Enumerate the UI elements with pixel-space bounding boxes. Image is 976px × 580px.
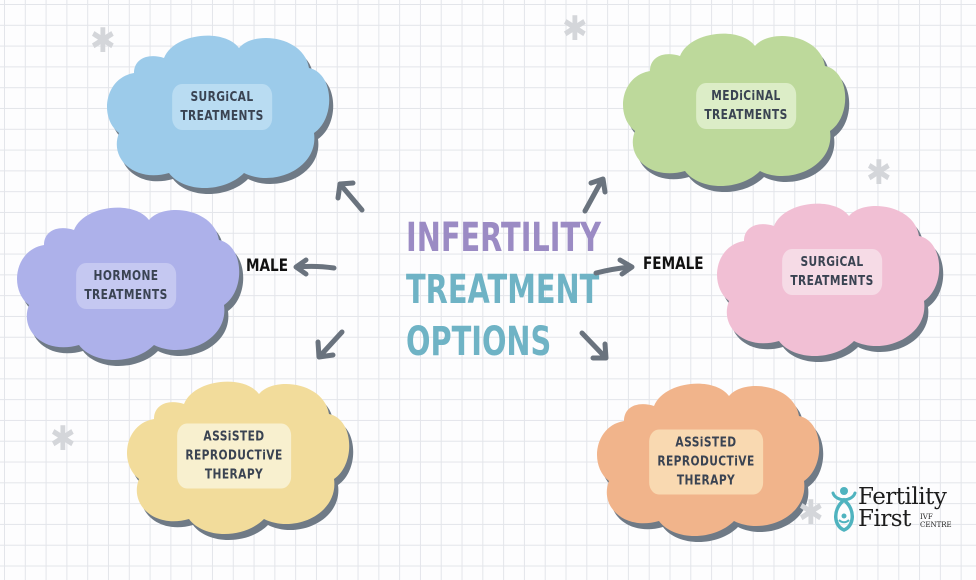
arrow-down-left-icon <box>315 329 345 360</box>
label-line: MEDiCiNAL <box>711 89 781 104</box>
label-line: SURGiCAL <box>800 255 864 270</box>
label-line: SURGiCAL <box>190 90 254 105</box>
label-line: ASSiSTED <box>675 435 737 451</box>
cloud-female-medicinal: MEDiCiNAL TREATMENTS <box>620 26 852 192</box>
cloud-label: HORMONE TREATMENTS <box>76 263 176 309</box>
arrow-up-right-icon <box>582 176 608 214</box>
label-line: REPRODUCTiVE <box>185 448 283 464</box>
sparkle-icon: ✱ <box>562 9 588 49</box>
logo-line-1: Fertility <box>858 484 947 510</box>
main-title: INFERTILITY TREATMENT OPTIONS <box>378 212 601 368</box>
logo-tagline: IVF CENTRE <box>920 513 952 529</box>
cloud-label: SURGiCAL TREATMENTS <box>172 84 272 130</box>
label-line: TREATMENTS <box>790 274 874 289</box>
label-line: ASSiSTED <box>203 429 265 445</box>
arrow-left-icon <box>293 257 337 277</box>
cloud-label: MEDiCiNAL TREATMENTS <box>696 83 796 129</box>
logo-tag-centre: CENTRE <box>920 521 952 529</box>
sparkle-icon: ✱ <box>90 21 116 61</box>
label-line: THERAPY <box>676 473 736 489</box>
label-line: TREATMENTS <box>180 109 264 124</box>
female-label: FEMALE <box>643 254 704 274</box>
sparkle-icon: ✱ <box>798 493 824 533</box>
arrow-right-icon <box>593 257 635 277</box>
logo-text: Fertility First <box>858 484 947 532</box>
arrow-down-right-icon <box>579 330 609 361</box>
sparkle-icon: ✱ <box>866 153 892 193</box>
logo-line-2: First <box>858 506 911 532</box>
cloud-male-surgical: SURGiCAL TREATMENTS <box>104 28 336 194</box>
person-ribbon-icon <box>831 487 857 532</box>
logo-tag-ivf: IVF <box>920 513 933 521</box>
arrow-up-left-icon <box>335 180 365 213</box>
cloud-female-surgical: SURGiCAL TREATMENTS <box>714 196 946 362</box>
label-line: HORMONE <box>93 269 159 284</box>
title-line-3: OPTIONS <box>406 319 552 365</box>
cloud-male-hormone: HORMONE TREATMENTS <box>14 200 246 366</box>
cloud-male-art: ASSiSTED REPRODUCTiVE THERAPY <box>124 374 356 540</box>
label-line: TREATMENTS <box>84 288 168 303</box>
cloud-label: ASSiSTED REPRODUCTiVE THERAPY <box>177 423 291 489</box>
male-label: MALE <box>246 256 289 276</box>
label-line: REPRODUCTiVE <box>657 454 755 470</box>
cloud-label: SURGiCAL TREATMENTS <box>782 249 882 295</box>
sparkle-icon: ✱ <box>50 419 76 459</box>
label-line: THERAPY <box>204 467 264 483</box>
cloud-female-art: ASSiSTED REPRODUCTiVE THERAPY <box>594 376 826 542</box>
cloud-label: ASSiSTED REPRODUCTiVE THERAPY <box>649 429 763 495</box>
label-line: TREATMENTS <box>704 108 788 123</box>
